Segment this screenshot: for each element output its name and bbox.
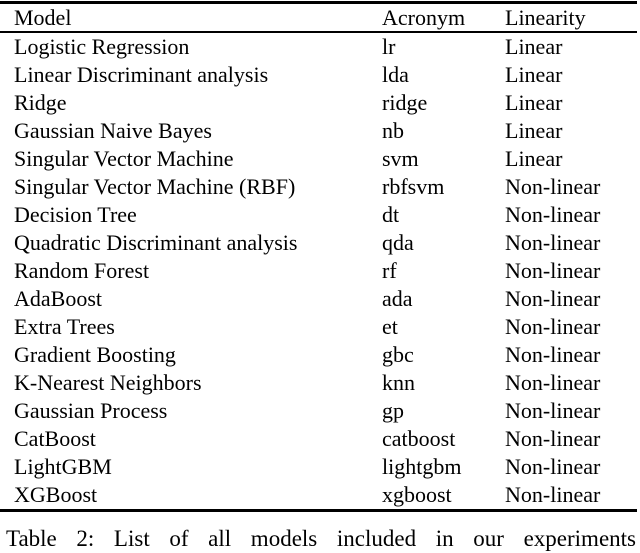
table-header-row: Model Acronym Linearity (0, 4, 637, 33)
acronym-cell: nb (382, 118, 404, 143)
table-row: Gradient Boosting gbc Non-linear (0, 341, 637, 369)
table-row: CatBoost catboost Non-linear (0, 425, 637, 453)
model-cell: AdaBoost (14, 286, 102, 311)
model-cell: Gaussian Naive Bayes (14, 118, 212, 143)
model-cell: Quadratic Discriminant analysis (14, 230, 298, 255)
linearity-cell: Non-linear (505, 230, 601, 255)
linearity-cell: Non-linear (505, 202, 601, 227)
linearity-cell: Linear (505, 34, 563, 59)
table-row: XGBoost xgboost Non-linear (0, 481, 637, 509)
model-cell: Decision Tree (14, 202, 137, 227)
table-row: Decision Tree dt Non-linear (0, 201, 637, 229)
table-row: LightGBM lightgbm Non-linear (0, 453, 637, 481)
model-cell: Gaussian Process (14, 398, 168, 423)
table-row: Gaussian Naive Bayes nb Linear (0, 117, 637, 145)
model-cell: Singular Vector Machine (14, 146, 234, 171)
acronym-cell: rbfsvm (382, 174, 445, 199)
model-cell: Linear Discriminant analysis (14, 62, 269, 87)
model-cell: CatBoost (14, 426, 96, 451)
model-cell: Logistic Regression (14, 34, 190, 59)
model-cell: Ridge (14, 90, 67, 115)
column-header-acronym: Acronym (382, 5, 466, 30)
table-row: Random Forest rf Non-linear (0, 257, 637, 285)
acronym-cell: gp (382, 398, 404, 423)
linearity-cell: Non-linear (505, 258, 601, 283)
acronym-cell: lr (382, 34, 396, 59)
table-body: Logistic Regression lr Linear Linear Dis… (0, 33, 637, 509)
acronym-cell: ridge (382, 90, 428, 115)
model-cell: Random Forest (14, 258, 150, 283)
linearity-cell: Non-linear (505, 314, 601, 339)
table-row: Singular Vector Machine (RBF) rbfsvm Non… (0, 173, 637, 201)
table-row: Ridge ridge Linear (0, 89, 637, 117)
acronym-cell: rf (382, 258, 397, 283)
acronym-cell: qda (382, 230, 414, 255)
acronym-cell: gbc (382, 342, 414, 367)
linearity-cell: Non-linear (505, 454, 601, 479)
acronym-cell: lda (382, 62, 409, 87)
column-header-linearity: Linearity (505, 5, 586, 30)
table-row: K-Nearest Neighbors knn Non-linear (0, 369, 637, 397)
column-header-model: Model (14, 5, 72, 30)
linearity-cell: Non-linear (505, 398, 601, 423)
linearity-cell: Non-linear (505, 482, 601, 507)
acronym-cell: knn (382, 370, 415, 395)
table-row: AdaBoost ada Non-linear (0, 285, 637, 313)
acronym-cell: et (382, 314, 398, 339)
model-cell: Singular Vector Machine (RBF) (14, 174, 296, 199)
linearity-cell: Linear (505, 118, 563, 143)
linearity-cell: Linear (505, 146, 563, 171)
model-cell: Gradient Boosting (14, 342, 176, 367)
model-cell: XGBoost (14, 482, 98, 507)
linearity-cell: Linear (505, 62, 563, 87)
linearity-cell: Non-linear (505, 342, 601, 367)
acronym-cell: ada (382, 286, 413, 311)
acronym-cell: lightgbm (382, 454, 462, 479)
model-cell: K-Nearest Neighbors (14, 370, 202, 395)
table-row: Quadratic Discriminant analysis qda Non-… (0, 229, 637, 257)
linearity-cell: Non-linear (505, 174, 601, 199)
table-row: Gaussian Process gp Non-linear (0, 397, 637, 425)
table-row: Logistic Regression lr Linear (0, 33, 637, 61)
linearity-cell: Linear (505, 90, 563, 115)
model-cell: LightGBM (14, 454, 112, 479)
table-row: Singular Vector Machine svm Linear (0, 145, 637, 173)
model-cell: Extra Trees (14, 314, 115, 339)
acronym-cell: dt (382, 202, 400, 227)
acronym-cell: xgboost (382, 482, 452, 507)
table-row: Extra Trees et Non-linear (0, 313, 637, 341)
linearity-cell: Non-linear (505, 286, 601, 311)
table-row: Linear Discriminant analysis lda Linear (0, 61, 637, 89)
linearity-cell: Non-linear (505, 426, 601, 451)
acronym-cell: svm (382, 146, 419, 171)
linearity-cell: Non-linear (505, 370, 601, 395)
models-table: Model Acronym Linearity Logistic Regress… (0, 1, 637, 512)
acronym-cell: catboost (382, 426, 456, 451)
table-caption: Table 2: List of all models included in … (6, 526, 636, 551)
